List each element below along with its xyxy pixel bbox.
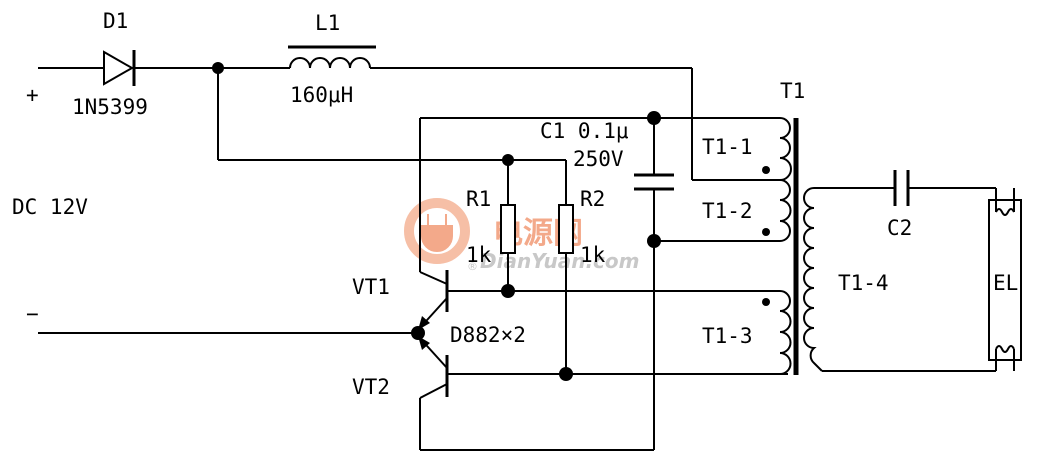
label-t1-3: T1-3 (702, 324, 753, 348)
polarity-dot (762, 166, 770, 174)
junction-node (647, 111, 661, 125)
label-t1-1: T1-1 (702, 135, 753, 159)
fluorescent-lamp-el (988, 188, 1022, 371)
label-minus: − (26, 302, 39, 326)
plug-icon (421, 214, 453, 252)
junction-node (647, 234, 661, 248)
label-dc: DC 12V (12, 195, 88, 219)
transistor-vt1 (417, 270, 772, 331)
label-vt2: VT2 (352, 375, 390, 399)
watermark-reg: ® (467, 260, 478, 273)
label-r2: R2 (580, 187, 605, 211)
label-plus: + (26, 83, 39, 107)
capacitor-c1 (634, 173, 772, 450)
label-c1: C1 0.1μ (540, 119, 629, 143)
label-c2: C2 (887, 216, 912, 240)
capacitor-c2 (822, 170, 996, 372)
top-rail (419, 117, 772, 272)
resistor-r2 (558, 204, 574, 374)
label-el: EL (993, 271, 1018, 295)
label-t1-2: T1-2 (702, 199, 753, 223)
label-l1-value: 160μH (290, 83, 353, 107)
polarity-dot (762, 298, 770, 306)
polarity-dot (762, 228, 770, 236)
inductor-l1 (288, 45, 772, 181)
feed-wire (217, 68, 567, 205)
label-r2-value: 1k (580, 243, 606, 267)
label-transistors: D882×2 (450, 323, 526, 347)
label-r1-value: 1k (466, 243, 492, 267)
transistor-vt2 (417, 335, 788, 451)
junction-node (411, 326, 425, 340)
transformer-t1 (762, 117, 823, 375)
label-t1-4: T1-4 (838, 271, 889, 295)
label-l1: L1 (315, 11, 340, 35)
label-r1: R1 (466, 187, 491, 211)
resistor-r1 (500, 204, 516, 291)
watermark-logo-ring (404, 198, 470, 264)
label-vt1: VT1 (352, 275, 390, 299)
diode-d1 (38, 50, 290, 86)
label-c1-voltage: 250V (573, 147, 624, 171)
label-t1: T1 (780, 79, 805, 103)
label-d1: D1 (103, 9, 128, 33)
label-d1-part: 1N5399 (72, 95, 148, 119)
junction-node (502, 154, 514, 166)
